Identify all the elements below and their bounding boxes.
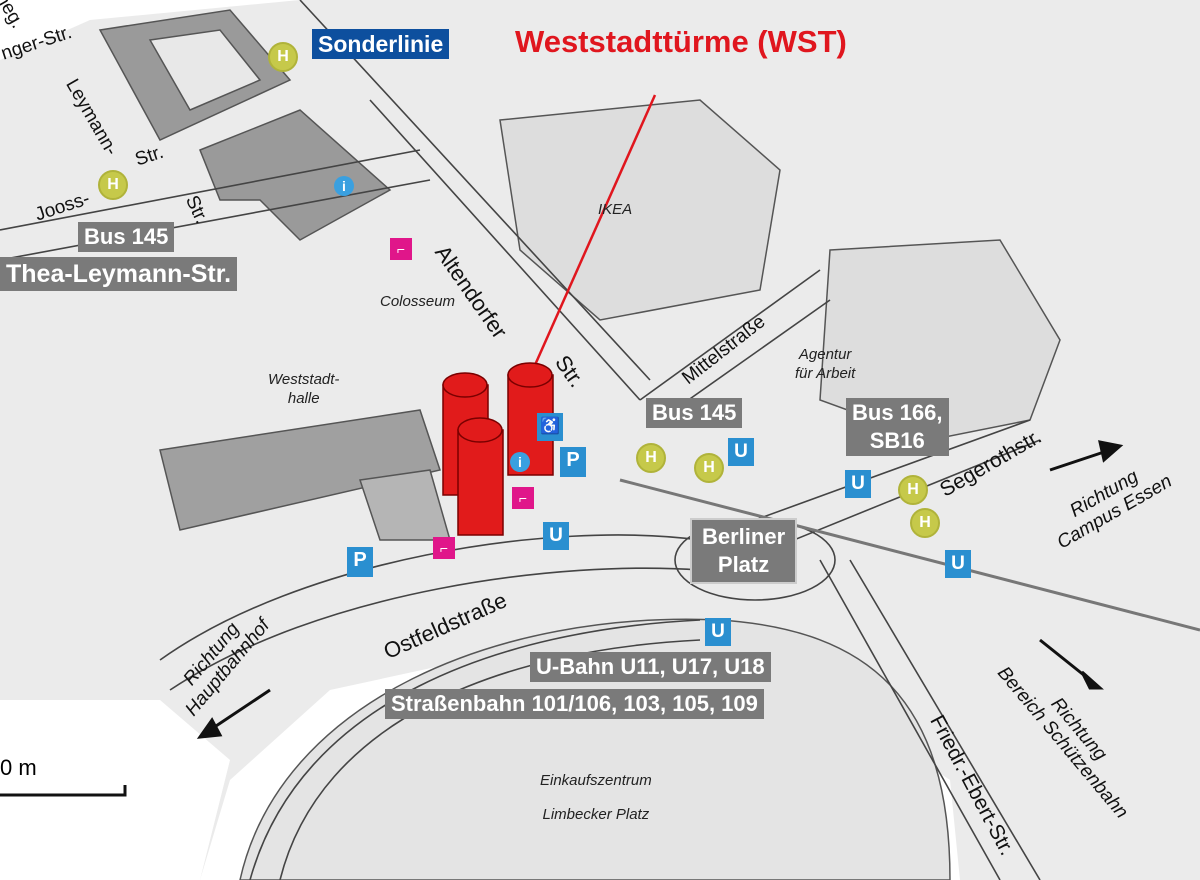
- place-weststadthalle: Weststadt-halle: [268, 370, 339, 408]
- place-agentur: Agentur für Arbeit: [795, 345, 855, 383]
- einkauf-line2: Limbecker Platz: [542, 806, 650, 823]
- parking-icon: P: [347, 547, 373, 577]
- bus166-line1: Bus 166,: [852, 400, 943, 425]
- agentur-line1: Agentur: [798, 346, 852, 363]
- ubahn-icon: U: [543, 522, 569, 550]
- ubahn-icon: U: [945, 550, 971, 578]
- weststadthalle-line1: Weststadt-: [268, 371, 340, 388]
- strassenbahn-label: Straßenbahn 101/106, 103, 105, 109: [385, 689, 764, 719]
- escalator-icon: ⌐: [390, 238, 412, 260]
- berliner-line2: Platz: [717, 552, 770, 577]
- escalator-icon: ⌐: [512, 487, 534, 509]
- wheelchair-icon: ♿: [537, 413, 563, 441]
- sonderlinie-label: Sonderlinie: [312, 29, 450, 59]
- bus145-west-label: Bus 145: [78, 222, 175, 252]
- bus145-east-label: Bus 145: [646, 398, 743, 428]
- parking-icon: P: [560, 447, 586, 477]
- map-title: Weststadttürme (WST): [515, 24, 847, 59]
- place-ikea: IKEA: [598, 201, 633, 218]
- berliner-line1: Berliner: [702, 524, 786, 549]
- bus166-label: Bus 166, SB16: [846, 398, 949, 456]
- bus-stop-icon: H: [268, 42, 298, 72]
- ubahn-label: U-Bahn U11, U17, U18: [530, 652, 771, 682]
- escalator-icon: ⌐: [433, 537, 455, 559]
- bus-stop-icon: H: [98, 170, 128, 200]
- weststadt-towers: [442, 362, 554, 536]
- bus-stop-icon: H: [694, 453, 724, 483]
- bus-stop-icon: H: [636, 443, 666, 473]
- thea-leymann-label: Thea-Leymann-Str.: [0, 257, 238, 291]
- bus-stop-icon: H: [898, 475, 928, 505]
- agentur-line2: für Arbeit: [795, 365, 856, 382]
- bus-stop-icon: H: [910, 508, 940, 538]
- weststadthalle-line2: halle: [287, 390, 320, 407]
- place-colosseum: Colosseum: [380, 293, 456, 310]
- ubahn-icon: U: [728, 438, 754, 466]
- info-icon: i: [510, 452, 530, 472]
- bus166-line2: SB16: [869, 428, 925, 453]
- scale-label: 0 m: [0, 755, 37, 780]
- ubahn-icon: U: [705, 618, 731, 646]
- info-icon: i: [334, 176, 354, 196]
- einkauf-line1: Einkaufszentrum: [540, 772, 652, 789]
- ubahn-icon: U: [845, 470, 871, 498]
